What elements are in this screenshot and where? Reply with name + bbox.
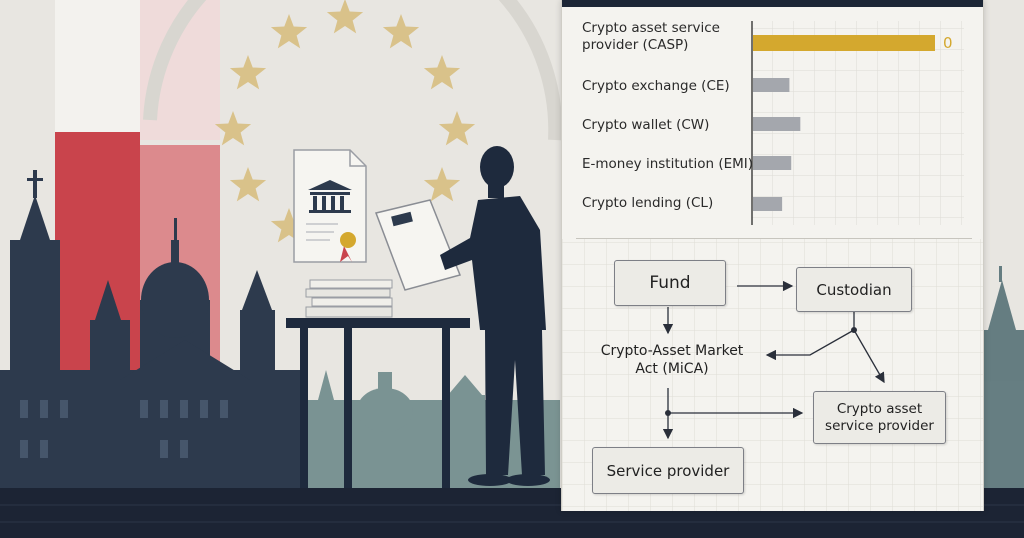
skyline-right	[980, 266, 1024, 490]
eu-star-icon	[229, 167, 267, 202]
service-provider-box: Service provider	[592, 447, 744, 494]
bar-label-ce: Crypto exchange (CE)	[582, 78, 730, 94]
casp-box: Crypto asset service provider	[813, 391, 946, 444]
eu-star-icon	[214, 111, 252, 146]
stack-of-papers-icon	[305, 279, 393, 318]
award-seal-icon	[340, 232, 356, 262]
fund-box: Fund	[614, 260, 726, 306]
fund-label: Fund	[649, 273, 691, 293]
bar-label-cw: Crypto wallet (CW)	[582, 117, 710, 133]
mica-line1: Crypto-Asset Market	[600, 343, 744, 359]
bar-3	[753, 156, 792, 170]
service-provider-label: Service provider	[606, 461, 730, 480]
panel-top-bar	[562, 0, 983, 7]
arrow-custodian-mica	[765, 329, 855, 361]
bar-label-casp-line1: Crypto asset service	[582, 20, 720, 36]
eu-star-icon	[326, 0, 364, 34]
eu-star-icon	[423, 55, 461, 90]
bar-label-emi: E-money institution (EMI)	[582, 156, 754, 172]
eu-star-icon	[270, 14, 308, 49]
bar-label-casp: Crypto asset service provider (CASP)	[582, 20, 720, 54]
bar-value-label: 0	[943, 34, 953, 52]
businessman-silhouette	[440, 146, 550, 486]
panel-divider	[576, 238, 972, 239]
skyline-left	[0, 170, 300, 490]
casp-line1: Crypto asset	[836, 400, 923, 417]
eu-star-icon	[229, 55, 267, 90]
eu-star-icon	[423, 167, 461, 202]
held-document	[374, 199, 462, 291]
bar-chart	[751, 21, 964, 225]
bar-0	[753, 35, 935, 51]
arrow-custodian-casp	[853, 329, 885, 384]
bar-1	[753, 78, 790, 92]
mica-label: Crypto-Asset Market Act (MiCA)	[587, 342, 757, 378]
bar-4	[753, 197, 783, 211]
bar-2	[753, 117, 801, 131]
desk	[286, 318, 470, 488]
casp-line2: service provider	[825, 417, 934, 434]
infographic-panel: Crypto asset service provider (CASP) Cry…	[561, 0, 984, 511]
bar-label-cl: Crypto lending (CL)	[582, 195, 714, 211]
document-icon	[293, 149, 367, 263]
mica-line2: Act (MiCA)	[635, 361, 709, 377]
bank-building-icon	[308, 180, 352, 213]
custodian-label: Custodian	[816, 280, 892, 299]
bar-label-casp-line2: provider (CASP)	[582, 37, 689, 53]
skyline-mid	[290, 370, 560, 490]
eu-star-icon	[270, 208, 308, 243]
eu-star-icon	[438, 111, 476, 146]
flag-white-band	[55, 0, 140, 140]
eu-star-icon	[382, 14, 420, 49]
custodian-box: Custodian	[796, 267, 912, 312]
